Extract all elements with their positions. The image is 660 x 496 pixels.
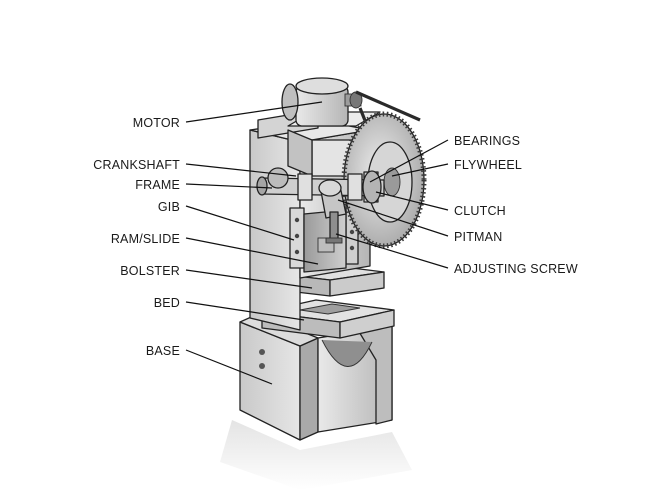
adjusting-screw-part bbox=[325, 211, 343, 244]
clutch-part bbox=[362, 170, 382, 204]
gib-leader bbox=[185, 205, 295, 241]
bearings-leader bbox=[369, 139, 449, 183]
crankshaft-label: CRANKSHAFT bbox=[93, 158, 180, 172]
crankshaft-leader bbox=[185, 163, 297, 177]
adjusting-screw-label: ADJUSTING SCREW bbox=[454, 262, 578, 276]
bolster-label: BOLSTER bbox=[120, 264, 180, 278]
pitman-leader bbox=[337, 199, 449, 237]
clutch-leader bbox=[375, 191, 449, 211]
frame-leader bbox=[185, 183, 273, 189]
motor-label: MOTOR bbox=[133, 116, 180, 130]
adjusting-screw-leader bbox=[335, 233, 449, 269]
motor-leader bbox=[185, 101, 323, 123]
frame-label: FRAME bbox=[135, 178, 180, 192]
part-labels: MOTOR CRANKSHAFT FRAME GIB RAM/SLIDE BOL… bbox=[93, 116, 578, 358]
ram-slide-leader bbox=[185, 237, 319, 265]
flywheel-label: FLYWHEEL bbox=[454, 158, 522, 172]
pitman-label: PITMAN bbox=[454, 230, 502, 244]
base-label: BASE bbox=[146, 344, 180, 358]
bolster-part bbox=[295, 267, 385, 297]
base-leader bbox=[185, 349, 273, 385]
bed-leader bbox=[185, 301, 305, 321]
leader-lines bbox=[185, 101, 449, 385]
flywheel-leader bbox=[391, 163, 449, 177]
motor-part bbox=[281, 77, 363, 127]
gib-label: GIB bbox=[158, 200, 180, 214]
bolster-leader bbox=[185, 269, 313, 289]
clutch-label: CLUTCH bbox=[454, 204, 506, 218]
pitman-part bbox=[318, 179, 347, 219]
bed-label: BED bbox=[154, 296, 180, 310]
ram-slide-label: RAM/SLIDE bbox=[111, 232, 180, 246]
floor-shadow bbox=[220, 420, 412, 490]
bearings-label: BEARINGS bbox=[454, 134, 520, 148]
